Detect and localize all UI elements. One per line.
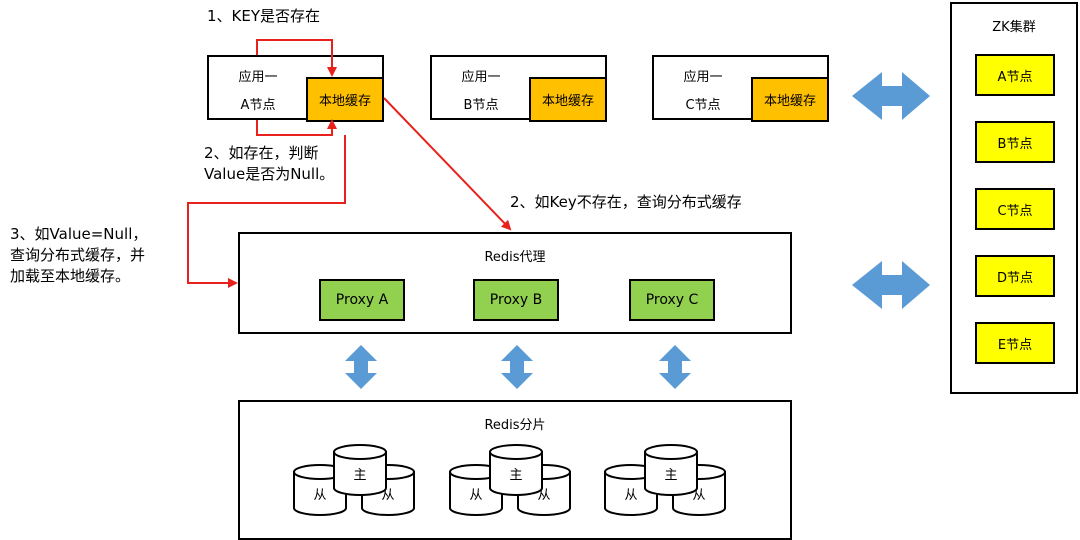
db-group: 从从主 — [604, 444, 726, 516]
db-groups: 从从主从从主从从主 — [293, 444, 726, 516]
flow-arrows — [187, 39, 512, 288]
slave-db-label: 从 — [381, 488, 394, 503]
app-node-b: 应用一 B节点 本地缓存 — [430, 55, 607, 122]
master-db: 主 — [489, 444, 543, 496]
step2a-note: 2、如存在，判断 Value是否为Null。 — [204, 143, 334, 185]
zk-cluster-title: ZK集群 — [992, 20, 1036, 35]
app-node-a: 应用一 A节点 本地缓存 — [207, 55, 384, 122]
step3-note: 3、如Value=Null， 查询分布式缓存，并 加载至本地缓存。 — [10, 224, 147, 287]
master-db: 主 — [333, 444, 387, 496]
zk-node-e: E节点 — [975, 322, 1055, 364]
step3-line2: 查询分布式缓存，并 — [10, 246, 146, 264]
zk-node-c: C节点 — [975, 188, 1055, 230]
flow-arrow-step2 — [256, 119, 337, 136]
db-group: 从从主 — [449, 444, 571, 516]
node-label: C节点 — [685, 98, 721, 113]
zk-node-d: D节点 — [975, 255, 1055, 297]
proxy-a: Proxy A — [319, 279, 405, 321]
slave-db-label: 从 — [313, 488, 326, 503]
vertical-double-arrow-icon — [659, 345, 691, 389]
zk-cluster-box: ZK集群 A节点 B节点 C节点 D节点 E节点 — [950, 2, 1078, 394]
app-label: 应用一 — [683, 70, 723, 85]
flow-arrow-step2b — [383, 97, 512, 231]
slave-db-label: 从 — [624, 488, 637, 503]
redis-proxy-box: Redis代理 Proxy A Proxy B Proxy C — [238, 232, 792, 334]
step1-note: 1、KEY是否存在 — [207, 7, 321, 25]
step3-line3: 加载至本地缓存。 — [10, 267, 131, 285]
node-label: B节点 — [463, 98, 499, 113]
master-db-label: 主 — [353, 468, 366, 483]
step2a-line1: 2、如存在，判断 — [204, 144, 319, 162]
node-label: A节点 — [240, 98, 276, 113]
step2b-note: 2、如Key不存在，查询分布式缓存 — [510, 193, 742, 211]
app-node-c: 应用一 C节点 本地缓存 — [652, 55, 829, 122]
proxy-b: Proxy B — [473, 279, 559, 321]
zk-node-a: A节点 — [975, 54, 1055, 96]
double-arrow-icon — [852, 261, 930, 309]
master-db: 主 — [644, 444, 698, 496]
db-group: 从从主 — [293, 444, 415, 516]
slave-db-label: 从 — [692, 488, 705, 503]
local-cache: 本地缓存 — [529, 77, 607, 122]
master-db-label: 主 — [509, 468, 522, 483]
master-db-label: 主 — [664, 468, 677, 483]
slave-db-label: 从 — [469, 488, 482, 503]
local-cache: 本地缓存 — [306, 77, 384, 122]
redis-shard-title: Redis分片 — [484, 418, 546, 433]
vertical-double-arrow-icon — [345, 345, 377, 389]
redis-proxy-title: Redis代理 — [484, 250, 546, 265]
proxy-shard-arrows — [345, 345, 691, 389]
app-label: 应用一 — [461, 70, 501, 85]
vertical-double-arrow-icon — [501, 345, 533, 389]
flow-arrow-step3 — [187, 135, 346, 288]
step3-line1: 3、如Value=Null， — [10, 225, 148, 243]
step2a-line2: Value是否为Null。 — [204, 165, 335, 183]
slave-db-label: 从 — [537, 488, 550, 503]
zk-node-b: B节点 — [975, 121, 1055, 163]
local-cache: 本地缓存 — [751, 77, 829, 122]
zk-sync-arrows — [852, 72, 930, 309]
app-label: 应用一 — [238, 70, 278, 85]
double-arrow-icon — [852, 72, 930, 120]
flow-arrow-step1 — [256, 39, 337, 77]
proxy-c: Proxy C — [629, 279, 715, 321]
